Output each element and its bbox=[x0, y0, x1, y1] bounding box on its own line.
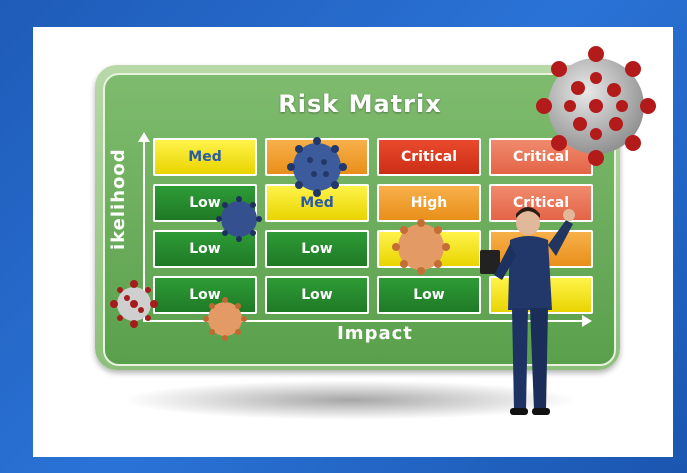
coronavirus-icon bbox=[203, 297, 247, 341]
x-axis-label: Impact bbox=[337, 323, 413, 344]
coronavirus-icon bbox=[536, 46, 656, 166]
matrix-cell: Low bbox=[377, 276, 481, 314]
matrix-cell: Low bbox=[265, 230, 369, 268]
coronavirus-icon bbox=[392, 219, 450, 275]
x-axis-arrow bbox=[582, 315, 592, 327]
y-axis-line bbox=[143, 140, 145, 320]
matrix-cell: Med bbox=[265, 184, 369, 222]
board-shadow bbox=[120, 380, 580, 420]
matrix-cell: Critical bbox=[377, 138, 481, 176]
businessman-figure bbox=[480, 207, 575, 415]
coronavirus-icon bbox=[110, 280, 158, 328]
coronavirus-icon bbox=[287, 137, 347, 197]
matrix-title: Risk Matrix bbox=[278, 90, 442, 118]
x-axis-line bbox=[143, 320, 583, 322]
coronavirus-icon bbox=[216, 196, 262, 242]
y-axis-label: ikelihood bbox=[108, 148, 129, 250]
matrix-cell: Low bbox=[265, 276, 369, 314]
matrix-cell: Critical bbox=[489, 184, 593, 222]
y-axis-arrow bbox=[138, 132, 150, 142]
matrix-cell: Med bbox=[153, 138, 257, 176]
matrix-cell: High bbox=[377, 184, 481, 222]
matrix-cell: Critical bbox=[489, 138, 593, 176]
